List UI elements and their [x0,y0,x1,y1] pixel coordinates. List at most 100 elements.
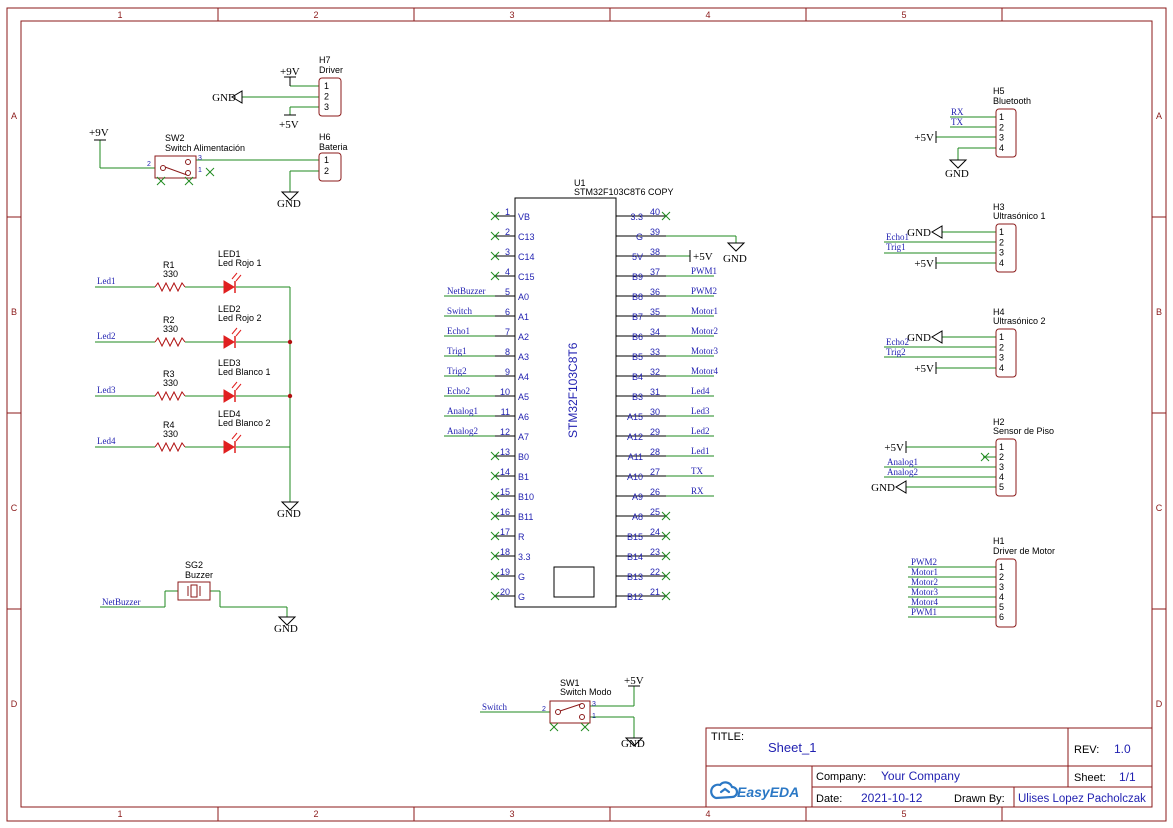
net-label-switch: Switch [447,306,473,316]
drawn-by-label: Drawn By: [954,793,1005,805]
frame-row-right-D: D [1156,699,1163,709]
frame-row-left-D: D [11,699,18,709]
junction-dot [287,393,293,399]
net-label-tx-h5: TX [951,117,963,127]
frame-column-bottom-4: 4 [705,809,710,819]
pin-number: 24 [650,527,660,537]
pin-number: 33 [650,347,660,357]
sheet-label: Sheet: [1074,772,1106,784]
pin-number: 11 [501,407,510,417]
pin-number: 25 [650,507,660,517]
rev-value: 1.0 [1114,742,1131,756]
h2-pin-5: 5 [999,482,1004,492]
pin-number: 26 [650,487,660,497]
sw2-name: Switch Alimentación [165,143,245,153]
net-label-pwm2-h1: PWM2 [911,557,937,567]
title-block: TITLE: Sheet_1 REV: 1.0 Company: Your Co… [705,727,1153,808]
net-label-led1: Led1 [97,276,116,286]
resistor-ref: R4 [163,420,175,430]
no-connect-mark [661,591,671,601]
pin-name: A10 [627,472,643,482]
led-name: Led Blanco 1 [218,367,271,377]
sw1-pin-top: 3 [592,701,596,708]
no-connect-mark [490,551,500,561]
h7-pin-2: 2 [324,92,329,102]
u1-body-label: STM32F103C8T6 [566,342,580,438]
h1-pin-1: 1 [999,562,1004,572]
h5-pin-3: 3 [999,133,1004,143]
pin-name: R [518,532,525,542]
gnd-label-buzzer: GND [274,623,298,635]
pin-name: B0 [518,452,529,462]
h4-pin-1: 1 [999,332,1004,342]
net-label-netbuzzer: NetBuzzer [102,597,140,607]
h1-pin-4: 4 [999,592,1004,602]
no-connect-mark [661,511,671,521]
plus5v-label-h3: +5V [914,258,934,270]
led-light-arrows-icon [231,381,242,391]
frame-row-left-C: C [11,503,18,513]
net-label-analog1-h2: Analog1 [887,457,918,467]
no-connect-mark [490,491,500,501]
no-connect-mark [490,451,500,461]
plus5v-label-u1: +5V [693,251,713,263]
led-light-arrows-icon [231,327,242,337]
frame-column-bottom-2: 2 [313,809,318,819]
pin-number: 9 [505,367,510,377]
net-label-echo2: Echo2 [447,386,470,396]
h7-pin-3: 3 [324,102,329,112]
buzzer-sg2: SG2 Buzzer NetBuzzer [102,560,213,607]
net-label-netbuzzer: NetBuzzer [447,286,485,296]
pin-number: 39 [650,227,660,237]
no-connect-mark [661,571,671,581]
gnd-label-h5: GND [945,168,969,180]
net-label-led4: Led4 [691,386,710,396]
resistor-symbol [154,390,186,402]
pin-number: 7 [505,327,510,337]
pin-name: 3.3 [630,212,643,222]
net-label-motor4: Motor4 [691,366,719,376]
sw2-pin-bottom: 1 [198,167,202,174]
led-diode-symbol [223,440,235,454]
resistor-ref: R1 [163,260,175,270]
pin-name: B3 [632,392,643,402]
pin-number: 32 [650,367,660,377]
net-label-trig2: Trig2 [447,366,467,376]
h6-name: Bateria [319,142,348,152]
pin-name: A7 [518,432,529,442]
title-label: TITLE: [711,731,744,743]
h7-name: Driver [319,65,343,75]
frame-column-bottom-1: 1 [117,809,122,819]
pin-number: 40 [650,207,660,217]
frame-column-top-2: 2 [313,10,318,20]
u1-pin-40: 403.3 [616,207,671,222]
pin-name: VB [518,212,530,222]
pin-number: 4 [505,267,510,277]
h3-pin-4: 4 [999,258,1004,268]
frame-column-bottom-5: 5 [901,809,906,819]
pin-number: 15 [500,487,510,497]
pin-name: A0 [518,292,529,302]
no-connect-mark [490,511,500,521]
